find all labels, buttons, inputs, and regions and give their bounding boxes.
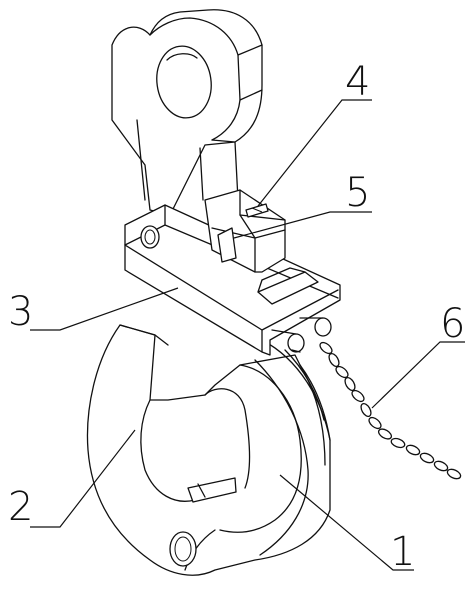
lifting-eye xyxy=(111,9,263,216)
pin-and-chain xyxy=(271,317,462,480)
lock-block xyxy=(204,189,286,273)
callout-5: 5 xyxy=(345,170,370,216)
callout-labels: 4 5 3 2 1 6 xyxy=(8,59,465,575)
callout-2: 2 xyxy=(8,484,33,530)
callout-6: 6 xyxy=(440,301,465,347)
chain-links xyxy=(319,341,462,480)
callout-4: 4 xyxy=(345,59,370,105)
callout-1: 1 xyxy=(390,529,415,575)
cross-bar xyxy=(124,204,341,356)
callout-3: 3 xyxy=(8,289,33,335)
leader-lines xyxy=(30,99,465,571)
clamp-jaw xyxy=(261,339,331,441)
hook-body xyxy=(86,324,331,576)
